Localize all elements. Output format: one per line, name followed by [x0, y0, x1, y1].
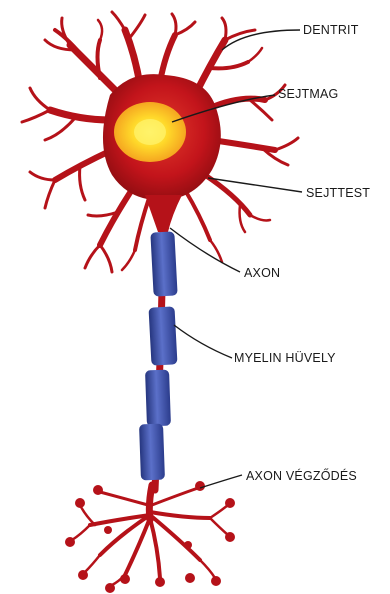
label-axon-terminal: AXON VÉGZŐDÉS [246, 469, 357, 483]
label-nucleus: SEJTMAG [278, 87, 338, 101]
label-dendrite: DENTRIT [303, 23, 359, 37]
axon-hillock [145, 195, 182, 232]
label-cell-body: SEJTTEST [306, 186, 370, 200]
myelin-sheath [139, 231, 178, 480]
label-myelin-sheath: MYELIN HÜVELY [234, 351, 336, 365]
label-axon: AXON [244, 266, 280, 280]
axon-terminals [72, 485, 228, 585]
